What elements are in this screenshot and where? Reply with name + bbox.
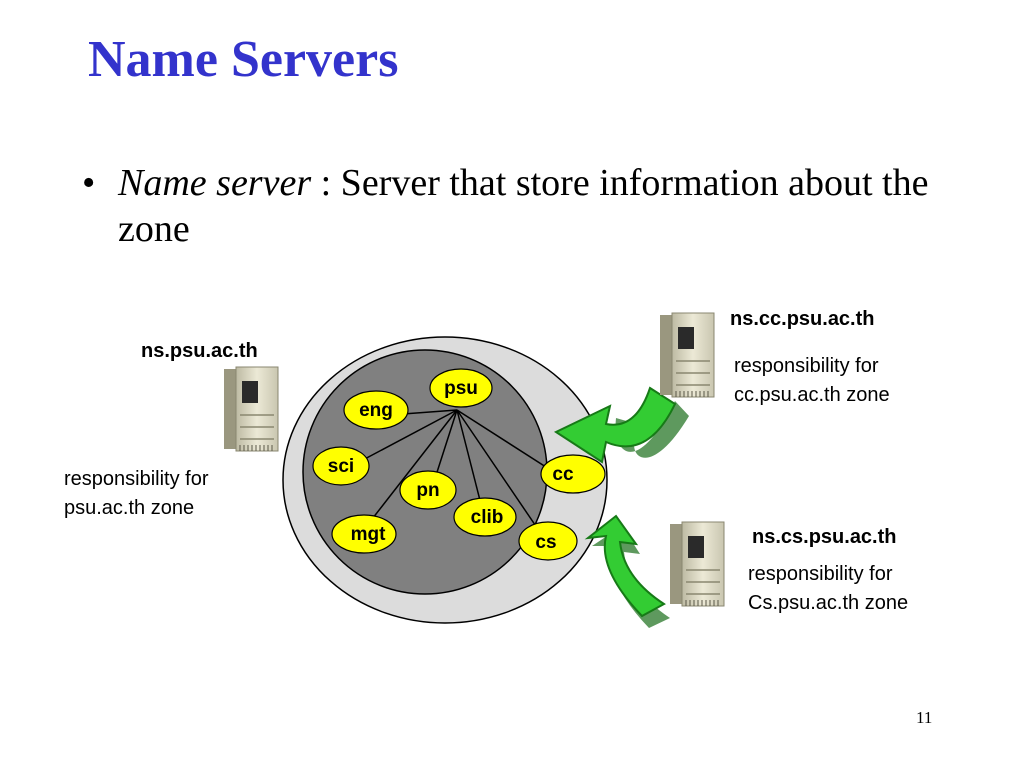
node-cc: cc — [540, 454, 606, 494]
server-desc-line: cc.psu.ac.th zone — [734, 384, 890, 406]
server-desc-psu: responsibility for psu.ac.th zone — [64, 465, 209, 523]
curved-arrow-icon — [553, 386, 689, 464]
node-label: sci — [328, 456, 354, 477]
node-label: eng — [359, 400, 393, 421]
node-label: cs — [535, 532, 556, 553]
bullet-text: Name server : Server that store informat… — [118, 160, 958, 252]
server-name-cc: ns.cc.psu.ac.th — [730, 308, 875, 330]
node-label: cc — [552, 464, 574, 485]
server-icon — [669, 521, 725, 607]
node-mgt: mgt — [331, 514, 397, 554]
server-desc-cc: responsibility for cc.psu.ac.th zone — [734, 352, 890, 410]
bullet-marker: • — [82, 162, 96, 204]
node-label: psu — [444, 378, 478, 399]
server-name-cs: ns.cs.psu.ac.th — [752, 526, 897, 548]
node-clib: clib — [453, 497, 517, 537]
node-label: pn — [416, 480, 439, 501]
page-number: 11 — [916, 708, 933, 727]
curved-arrow-icon — [584, 514, 670, 628]
server-desc-line: Cs.psu.ac.th zone — [748, 592, 909, 614]
node-eng: eng — [343, 390, 409, 430]
server-desc-line: psu.ac.th zone — [64, 497, 195, 519]
node-label: clib — [471, 507, 504, 528]
node-psu: psu — [429, 368, 493, 408]
node-cs: cs — [518, 521, 578, 561]
server-icon — [659, 312, 715, 398]
slide-title: Name Servers — [88, 31, 399, 88]
server-desc-cs: responsibility for Cs.psu.ac.th zone — [748, 560, 908, 618]
bullet-term: Name server — [118, 162, 312, 204]
server-desc-line: responsibility for — [734, 355, 879, 377]
server-name-psu: ns.psu.ac.th — [141, 340, 258, 362]
bullet-definition: : Server that store information about th… — [118, 162, 929, 250]
server-desc-line: responsibility for — [748, 563, 893, 585]
server-icon — [223, 366, 279, 452]
node-label: mgt — [351, 524, 387, 545]
node-pn: pn — [399, 470, 457, 510]
node-sci: sci — [312, 446, 370, 486]
server-desc-line: responsibility for — [64, 468, 209, 490]
